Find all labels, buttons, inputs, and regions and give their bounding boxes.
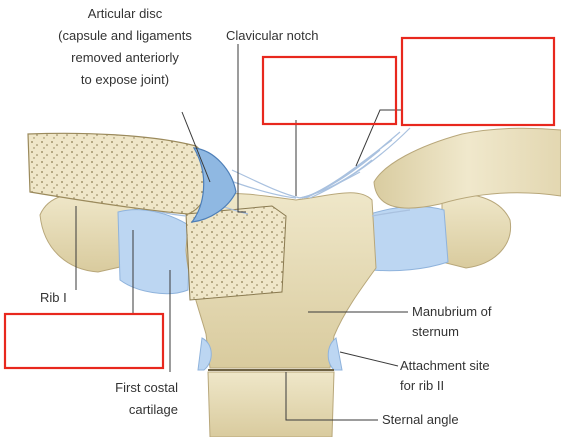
rib-ii-attachment-left	[197, 337, 212, 371]
first-costal-cartilage-right	[369, 206, 449, 272]
first-costal-cartilage-left	[117, 209, 191, 295]
leader-lines	[75, 44, 408, 421]
label-rib-i: Rib I	[40, 290, 67, 305]
body-of-sternum	[207, 371, 335, 437]
label-articular-disc: Articular disc (capsule and ligaments re…	[58, 6, 192, 87]
rib-i-right	[441, 193, 512, 269]
answer-boxes	[3, 36, 556, 370]
label-manubrium-line-1: Manubrium of	[412, 304, 492, 319]
articular-disc-line-1: Articular disc	[88, 6, 163, 21]
label-attachment-line-2: for rib II	[400, 378, 444, 393]
label-clavicular-notch: Clavicular notch	[226, 28, 319, 43]
label-attachment-line-1: Attachment site	[400, 358, 490, 373]
label-first-costal-line-1: First costal	[115, 380, 178, 395]
answer-box-top-right[interactable]	[400, 36, 556, 127]
clavicle-right	[373, 127, 561, 209]
label-first-costal-line-2: cartilage	[129, 402, 178, 417]
label-sternal-angle: Sternal angle	[382, 412, 459, 427]
interclavicular-ligaments	[129, 127, 411, 217]
leader-articular-disc	[181, 111, 211, 183]
leader-clavicular-notch	[237, 44, 246, 213]
answer-box-top-center[interactable]	[261, 55, 398, 126]
articular-disc-line-4: to expose joint)	[81, 72, 169, 87]
leader-sternal-angle	[285, 372, 378, 421]
answer-box-bottom-left[interactable]	[3, 312, 165, 370]
articular-disc-line-3: removed anteriorly	[71, 50, 179, 65]
manubrium-cut-section	[185, 205, 287, 301]
leader-attachment	[339, 351, 399, 367]
articular-disc-line-2: (capsule and ligaments	[58, 28, 192, 43]
articular-disc	[190, 147, 237, 223]
leader-top-right	[355, 109, 402, 167]
label-manubrium-line-2: sternum	[412, 324, 459, 339]
